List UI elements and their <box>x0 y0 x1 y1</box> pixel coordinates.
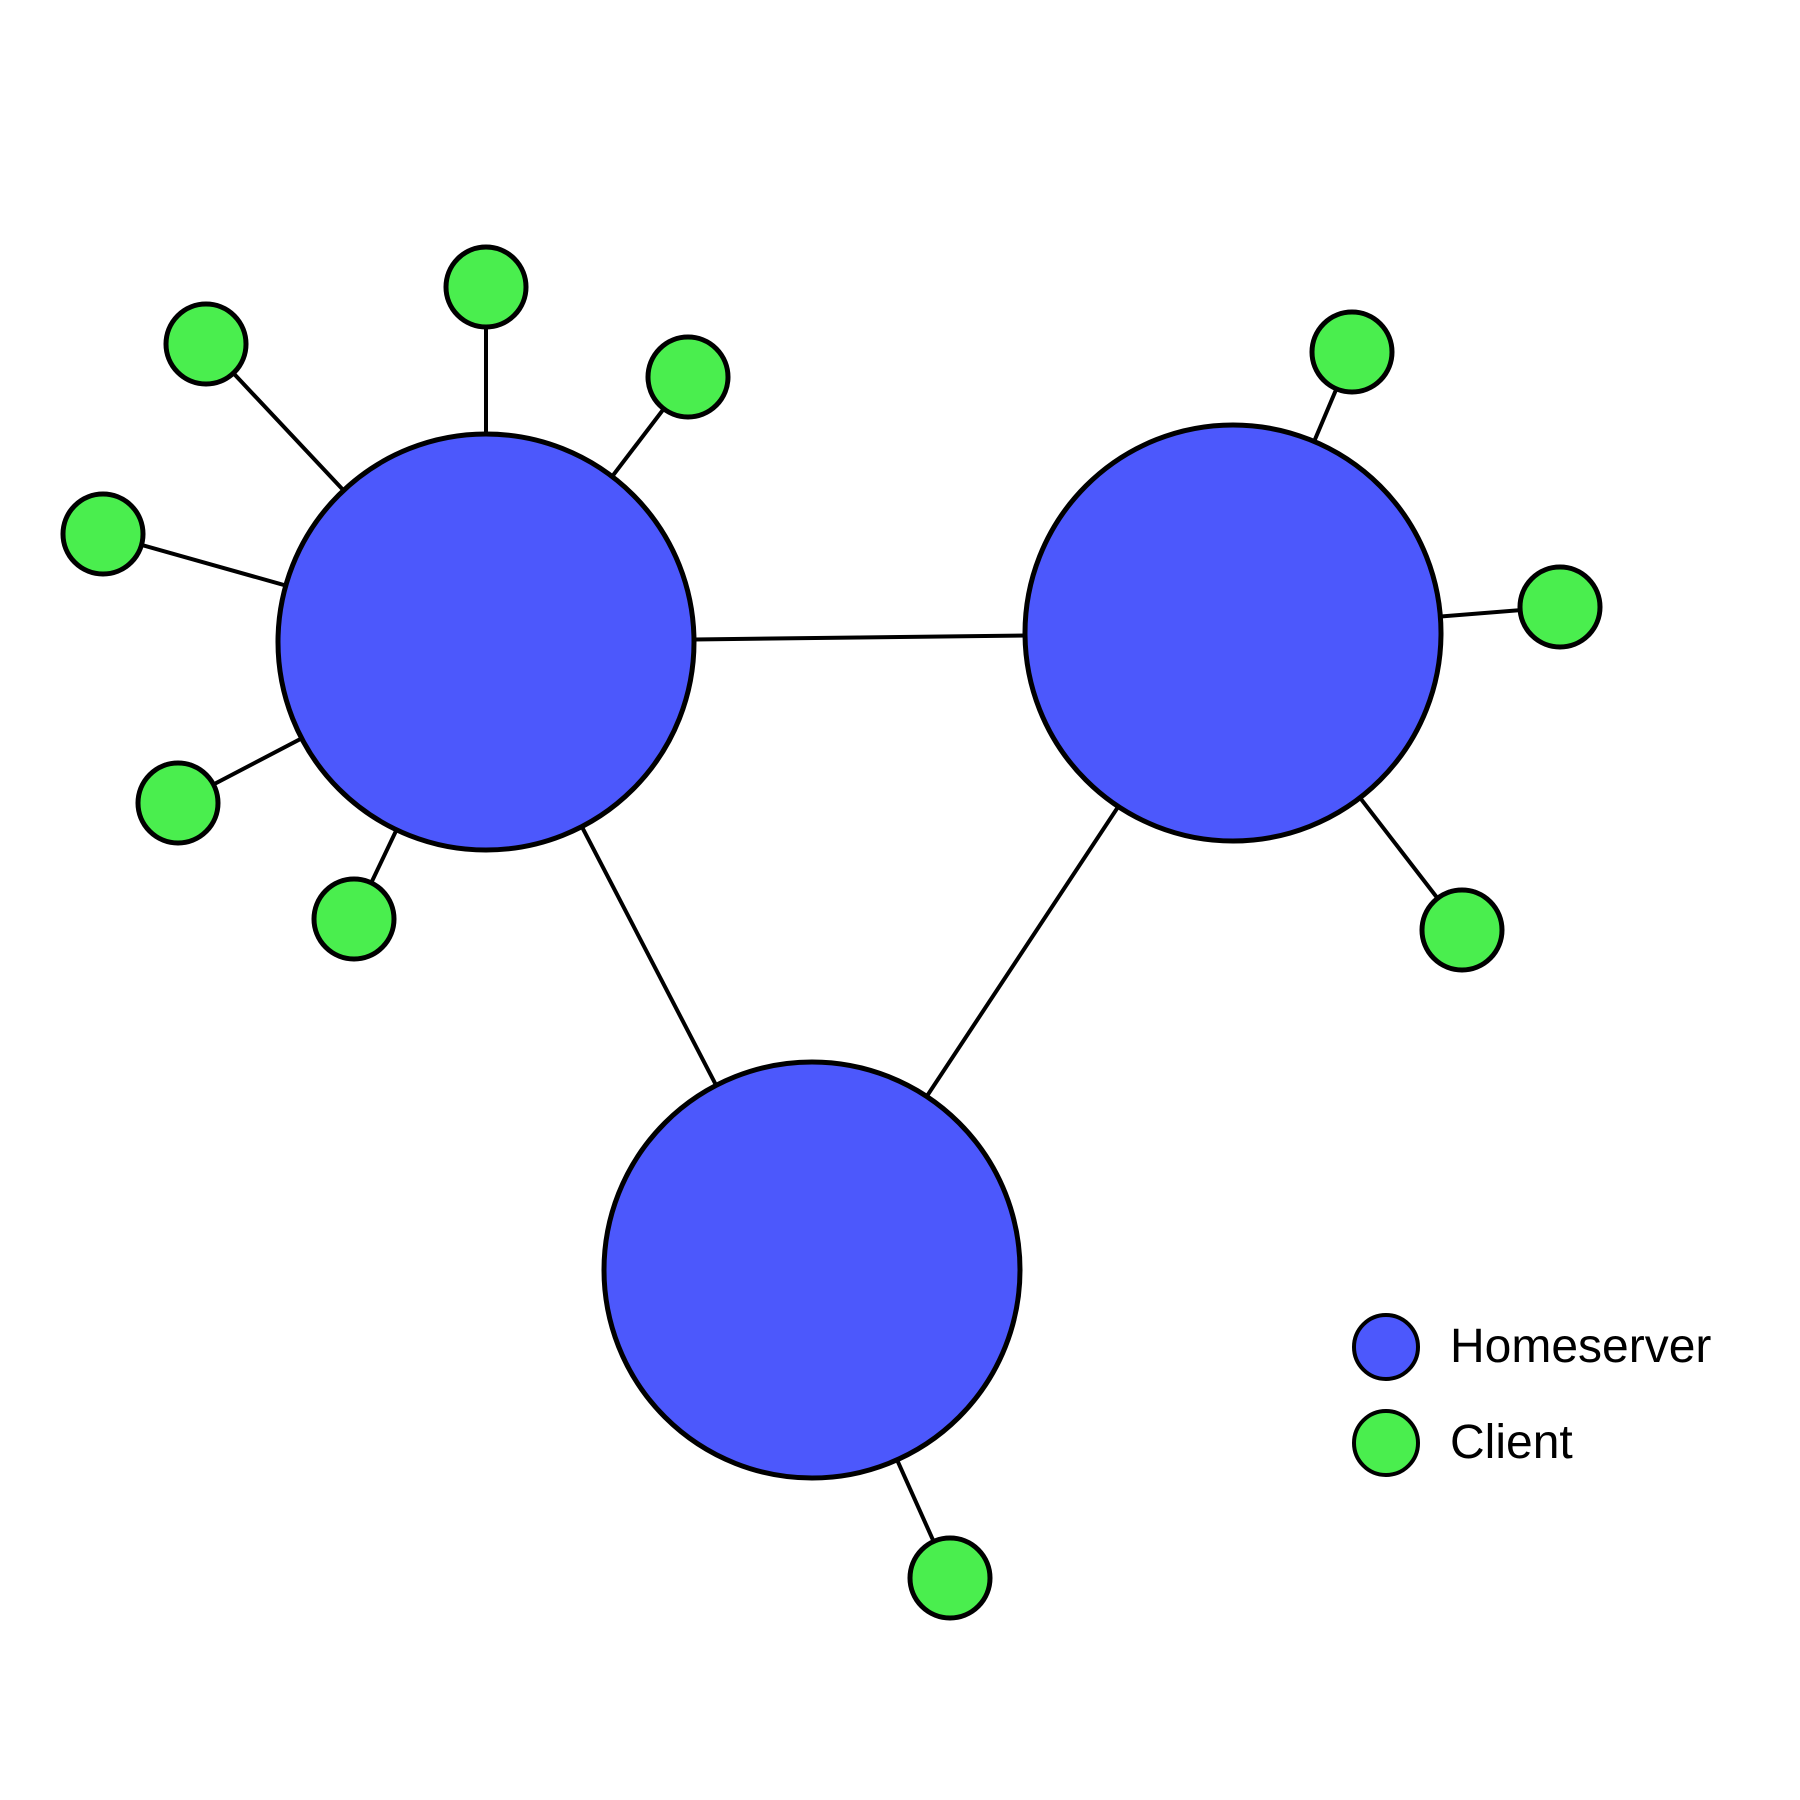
legend-label-homeserver: Homeserver <box>1450 1320 1712 1373</box>
homeserver-node-hs2 <box>1022 422 1444 844</box>
legend-item-homeserver: Homeserver <box>1352 1312 1711 1382</box>
client-node-c2 <box>163 301 249 387</box>
client-node-c4 <box>645 334 731 420</box>
client-node-c6 <box>311 876 397 962</box>
client-node-c5 <box>135 760 221 846</box>
client-node-c8 <box>1517 564 1603 650</box>
homeserver-node-hs1 <box>275 431 697 853</box>
homeserver-swatch-icon <box>1352 1313 1420 1381</box>
client-node-c9 <box>1419 887 1505 973</box>
legend: Homeserver Client <box>1352 1312 1711 1504</box>
legend-item-client: Client <box>1352 1408 1711 1478</box>
client-node-c3 <box>443 244 529 330</box>
legend-label-client: Client <box>1450 1416 1573 1469</box>
client-node-c7 <box>1309 309 1395 395</box>
client-node-c10 <box>907 1535 993 1621</box>
client-swatch-icon <box>1352 1409 1420 1477</box>
homeserver-node-hs3 <box>601 1059 1023 1481</box>
client-node-c1 <box>60 491 146 577</box>
